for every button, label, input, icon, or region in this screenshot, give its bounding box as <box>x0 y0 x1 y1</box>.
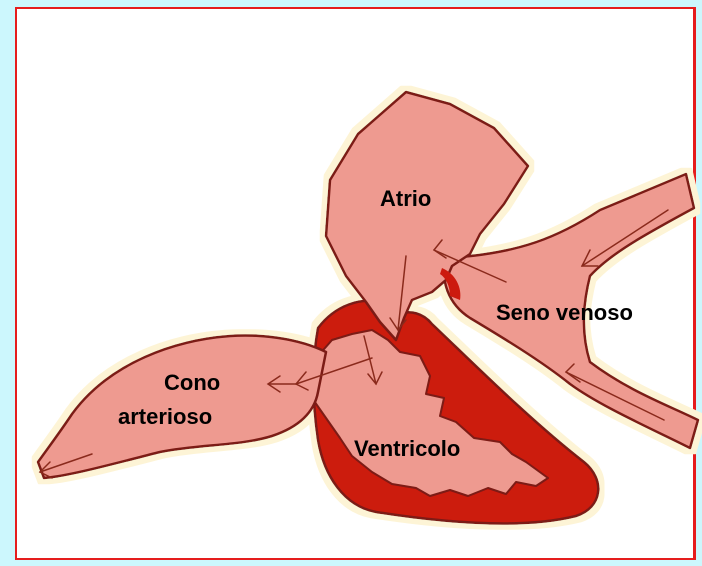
label-arterioso: arterioso <box>118 404 212 429</box>
label-seno-venoso: Seno venoso <box>496 300 633 325</box>
label-cono: Cono <box>164 370 220 395</box>
label-ventricolo: Ventricolo <box>354 436 460 461</box>
label-atrio: Atrio <box>380 186 431 211</box>
